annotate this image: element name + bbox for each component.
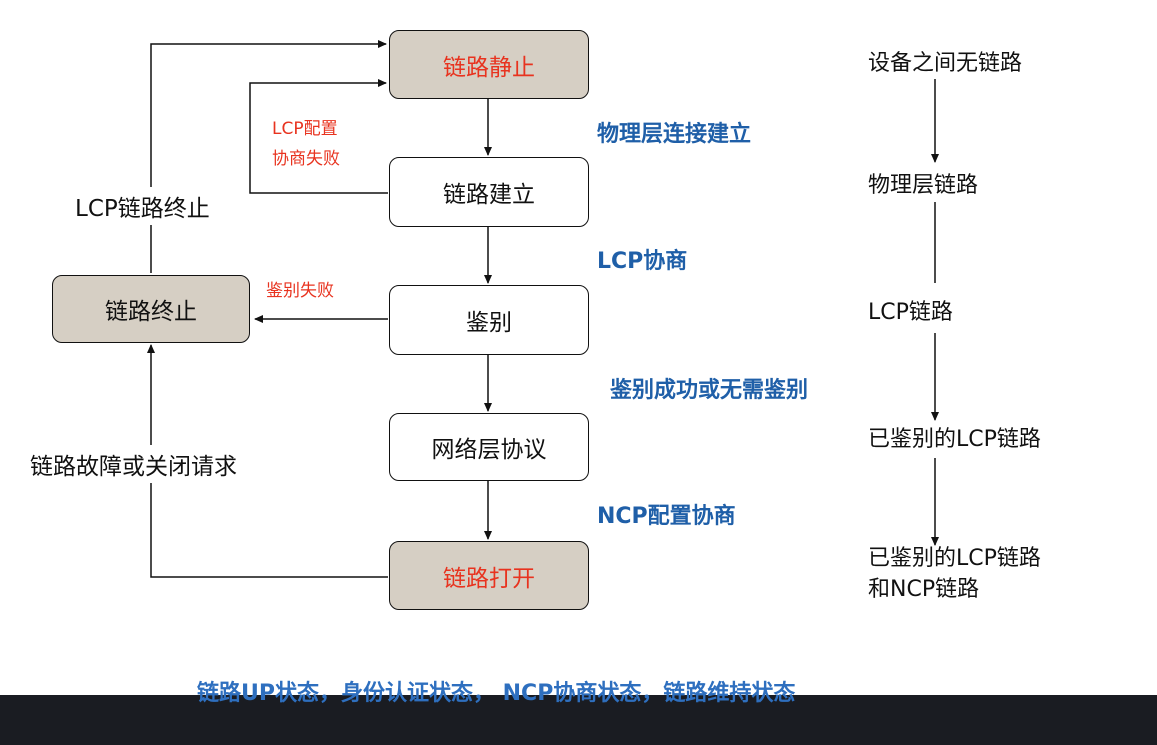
link-state-lcp: LCP链路 [868,300,953,325]
state-establish: 链路建立 [389,157,589,227]
state-terminate: 链路终止 [52,275,250,343]
state-terminate-label: 链路终止 [105,299,197,325]
caption: 链路UP状态，身份认证状态， NCP协商状态，链路维持状态 [197,681,796,706]
transition-lcp-fail-line2: 协商失败 [272,149,340,169]
arrow-open-to-terminate [147,344,388,578]
transition-lcp-negotiation: LCP协商 [597,249,688,274]
link-state-authenticated-ncp-line2: 和NCP链路 [868,577,980,602]
transition-lcp-fail: LCP配置 协商失败 [272,114,340,174]
transition-auth-fail: 鉴别失败 [266,281,334,301]
state-establish-label: 链路建立 [443,182,535,208]
state-authenticate: 鉴别 [389,285,589,355]
state-network: 网络层协议 [389,413,589,481]
transition-link-fault: 链路故障或关闭请求 [30,445,237,483]
state-dead: 链路静止 [389,30,589,99]
footer-bar [0,695,1157,745]
transition-ncp-negotiation: NCP配置协商 [597,504,736,529]
link-state-authenticated: 已鉴别的LCP链路 [868,427,1041,452]
transition-lcp-fail-line1: LCP配置 [272,119,338,139]
link-state-authenticated-ncp: 已鉴别的LCP链路 和NCP链路 [868,543,1041,605]
transition-auth-success: 鉴别成功或无需鉴别 [610,378,809,403]
arrow-lcp-fail-loop [249,79,388,194]
link-state-authenticated-ncp-line1: 已鉴别的LCP链路 [868,546,1041,571]
state-network-label: 网络层协议 [431,437,547,463]
transition-physical-up: 物理层连接建立 [597,122,752,147]
state-dead-label: 链路静止 [443,54,535,81]
state-open-label: 链路打开 [443,565,535,592]
state-authenticate-label: 鉴别 [466,310,512,336]
link-state-none: 设备之间无链路 [868,51,1023,76]
transition-lcp-terminate: LCP链路终止 [75,187,210,225]
arrow-terminate-to-dead [150,40,387,273]
state-open: 链路打开 [389,541,589,610]
link-state-physical: 物理层链路 [868,173,979,198]
